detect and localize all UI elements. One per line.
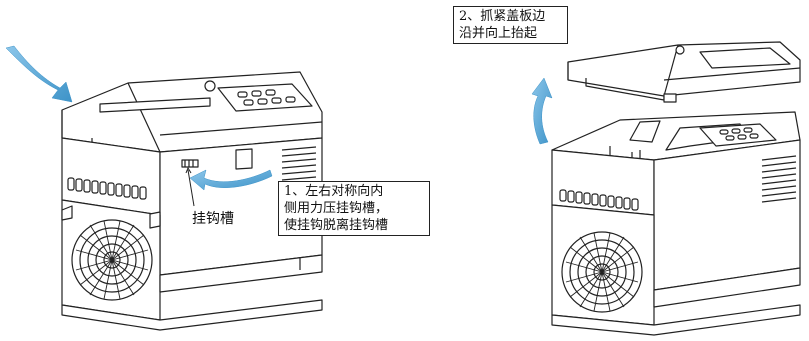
fan-grille-icon (561, 231, 643, 313)
curved-arrow-icon (5, 45, 73, 103)
step1-line3: 使挂钩脱离挂钩槽 (284, 218, 389, 233)
inverter-assembled (61, 71, 323, 331)
step1-line2: 侧用力压挂钩槽， (284, 201, 389, 216)
step2-callout: 2、抓紧盖板边 沿并向上抬起 (453, 6, 568, 44)
step2-line2: 沿并向上抬起 (459, 26, 538, 41)
slot-label: 挂钩槽 (192, 211, 234, 227)
step1-callout: 1、左右对称向内 侧用力压挂钩槽， 使挂钩脱离挂钩槽 (278, 181, 430, 236)
curved-arrow-icon (189, 169, 273, 191)
lifted-cover (567, 41, 801, 103)
inverter-open (551, 111, 801, 336)
keypad-icon (217, 83, 313, 112)
fan-grille-icon (71, 219, 153, 301)
curved-arrow-icon (531, 77, 553, 145)
step2-line1: 2、抓紧盖板边 (459, 9, 546, 24)
step1-line1: 1、左右对称向内 (284, 184, 384, 199)
